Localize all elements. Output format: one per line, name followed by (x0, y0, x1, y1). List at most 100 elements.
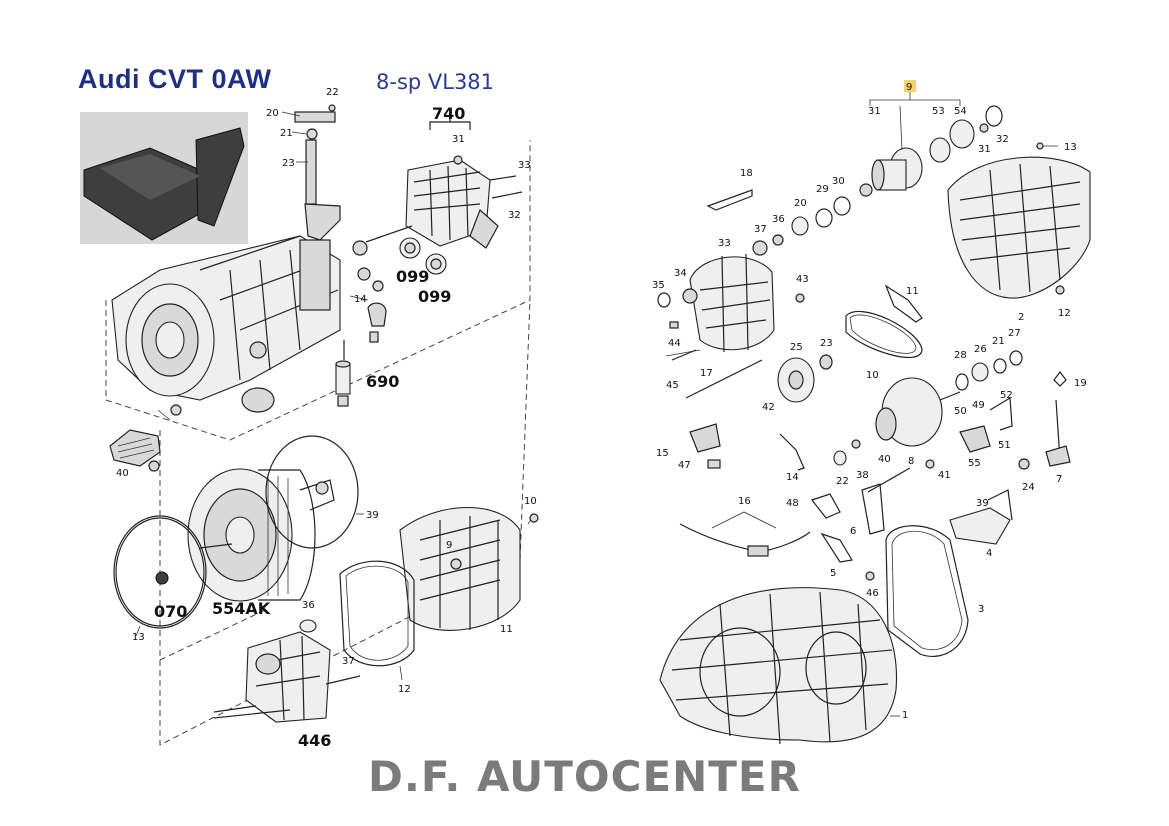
label-9: 9 (446, 540, 452, 551)
r-label-41: 41 (938, 470, 951, 481)
label-20: 20 (266, 108, 279, 119)
parts-50-51 (989, 396, 1013, 431)
r-label-34: 34 (674, 268, 687, 279)
r-label-2: 2 (1018, 312, 1024, 323)
label-9-highlight: 9 (906, 82, 912, 93)
r-label-16: 16 (738, 496, 751, 507)
r-label-22: 22 (836, 476, 849, 487)
sensor-19 (1053, 371, 1067, 387)
r-label-10: 10 (866, 370, 879, 381)
pulley-shaft-assembly (752, 105, 1003, 256)
r-label-1: 1 (902, 710, 908, 721)
bracket-18 (706, 189, 753, 211)
r-label-51: 51 (998, 440, 1011, 451)
part-55 (959, 425, 991, 453)
housing-2 (947, 142, 1091, 299)
r-label-15: 15 (656, 448, 669, 459)
gasket-12 (339, 560, 415, 667)
r-label-11: 11 (906, 286, 919, 297)
r-label-32: 32 (996, 134, 1009, 145)
torque-converter-554AK (187, 468, 335, 602)
r-label-21: 21 (992, 336, 1005, 347)
part-690 (335, 340, 351, 407)
r-label-39: 39 (976, 498, 989, 509)
r-label-46: 46 (866, 588, 879, 599)
primary-pulley-8 (875, 350, 1023, 447)
label-099-a: 099 (396, 267, 429, 286)
main-case-1 (659, 587, 900, 745)
label-40: 40 (116, 468, 129, 479)
label-070: 070 (154, 602, 187, 621)
r-label-27: 27 (1008, 328, 1021, 339)
r-label-45: 45 (666, 380, 679, 391)
diagram-subtitle: 8-sp VL381 (376, 70, 495, 94)
label-36: 36 (302, 600, 315, 611)
r-label-7: 7 (1056, 474, 1062, 485)
r-label-17: 17 (700, 368, 713, 379)
label-11: 11 (500, 624, 513, 635)
right-exploded-view: 9 31 53 54 32 31 13 18 30 29 20 36 37 33… (652, 80, 1091, 745)
r-label-47: 47 (678, 460, 691, 471)
label-14: 14 (354, 294, 367, 305)
o-ring-39 (265, 435, 359, 549)
label-39: 39 (366, 510, 379, 521)
highlight-marker (904, 80, 916, 92)
bolt-46 (865, 571, 875, 581)
valve-body-740 (365, 116, 523, 249)
label-31: 31 (452, 134, 465, 145)
label-12: 12 (398, 684, 411, 695)
r-label-50: 50 (954, 406, 967, 417)
r-label-31a: 31 (868, 106, 881, 117)
label-446: 446 (298, 731, 331, 750)
part-5 (820, 532, 853, 563)
r-label-36: 36 (772, 214, 785, 225)
bearing-23 (819, 354, 833, 370)
label-33: 33 (518, 160, 531, 171)
r-label-26: 26 (974, 344, 987, 355)
r-label-18: 18 (740, 168, 753, 179)
bolt-43 (795, 293, 805, 303)
r-label-44: 44 (668, 338, 681, 349)
r-label-55: 55 (968, 458, 981, 469)
bracket-11 (884, 284, 923, 323)
oil-pan-photo (80, 112, 248, 244)
cable-16 (679, 523, 811, 553)
r-label-6: 6 (850, 526, 856, 537)
r-label-40: 40 (878, 454, 891, 465)
label-740: 740 (432, 104, 465, 123)
r-label-53: 53 (932, 106, 945, 117)
r-label-24: 24 (1022, 482, 1035, 493)
seal-38 (851, 439, 861, 449)
cap-24 (1018, 458, 1030, 470)
part-47 (707, 459, 721, 469)
label-13: 13 (132, 632, 145, 643)
label-10: 10 (524, 496, 537, 507)
r-label-52: 52 (1000, 390, 1013, 401)
r-label-31b: 31 (978, 144, 991, 155)
seals-099 (349, 237, 447, 343)
r-label-33: 33 (718, 238, 731, 249)
r-label-37: 37 (754, 224, 767, 235)
r-label-54: 54 (954, 106, 967, 117)
r-label-20: 20 (794, 198, 807, 209)
housing-33 (657, 253, 775, 357)
label-554AK: 554AK (212, 599, 271, 618)
label-37: 37 (342, 656, 355, 667)
footer-brand: D.F. AUTOCENTER (368, 752, 801, 801)
bracket-15 (689, 423, 721, 453)
label-21: 21 (280, 128, 293, 139)
r-label-49: 49 (972, 400, 985, 411)
r-label-42: 42 (762, 402, 775, 413)
left-exploded-view: 22 20 21 23 31 33 32 14 40 10 39 9 36 37… (80, 87, 539, 750)
r-label-4: 4 (986, 548, 992, 559)
r-label-12: 12 (1058, 308, 1071, 319)
label-22: 22 (326, 87, 339, 98)
label-099-b: 099 (418, 287, 451, 306)
r-label-19: 19 (1074, 378, 1087, 389)
lever-6 (861, 483, 885, 535)
r-label-29: 29 (816, 184, 829, 195)
bearing-22 (833, 450, 847, 466)
ring-070 (113, 515, 207, 637)
r-label-48: 48 (786, 498, 799, 509)
